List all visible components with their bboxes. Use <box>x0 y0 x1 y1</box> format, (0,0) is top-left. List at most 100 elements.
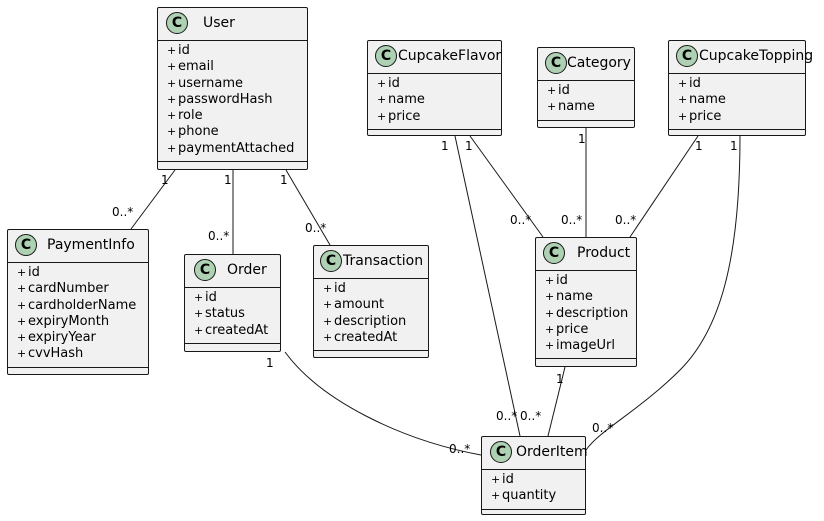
public-visibility-icon: + <box>377 109 387 123</box>
public-visibility-icon: + <box>377 77 387 90</box>
public-visibility-icon: + <box>194 291 204 304</box>
public-visibility-icon: + <box>323 330 333 344</box>
public-visibility-icon: + <box>167 44 177 57</box>
multiplicity-from-cupcake-flavor-product: 1 <box>465 139 473 153</box>
class-name: Transaction <box>343 253 424 269</box>
attribute-list: +id+name+description+price+imageUrl <box>536 271 636 360</box>
multiplicity-to-cupcake-flavor-order-item: 0..* <box>496 409 518 423</box>
multiplicity-to-cupcake-topping-product: 0..* <box>615 213 637 227</box>
attribute-list: +id+name+price <box>669 74 805 130</box>
attribute-name: amount <box>334 297 385 313</box>
public-visibility-icon: + <box>545 306 555 320</box>
class-name: Product <box>577 245 631 261</box>
operation-compartment <box>158 162 307 169</box>
multiplicity-to-cupcake-topping-order-item: 0..* <box>592 421 614 435</box>
multiplicity-from-order-order-item: 1 <box>266 356 274 370</box>
class-name: PaymentInfo <box>47 237 135 253</box>
attribute-name: id <box>556 273 568 288</box>
operation-compartment <box>482 510 585 517</box>
multiplicity-from-category-product: 1 <box>578 132 586 146</box>
class-stereotype-icon: C <box>545 52 567 74</box>
attribute: +description <box>314 314 428 330</box>
class-name: Category <box>567 55 631 71</box>
attribute: +name <box>536 289 636 305</box>
public-visibility-icon: + <box>323 314 333 328</box>
attribute: +passwordHash <box>158 92 307 108</box>
public-visibility-icon: + <box>678 109 688 123</box>
public-visibility-icon: + <box>678 77 688 90</box>
class-stereotype-icon: C <box>15 234 37 256</box>
attribute-list: +id+name <box>538 81 634 121</box>
attribute: +id <box>536 273 636 289</box>
multiplicity-from-user-order: 1 <box>224 173 232 187</box>
attribute: +role <box>158 108 307 124</box>
attribute-name: id <box>502 472 514 487</box>
class-stereotype-icon: C <box>194 259 216 281</box>
public-visibility-icon: + <box>167 109 177 123</box>
attribute-name: id <box>28 265 40 280</box>
attribute-name: createdAt <box>205 322 269 338</box>
attribute: +id <box>538 83 634 99</box>
public-visibility-icon: + <box>491 489 501 503</box>
public-visibility-icon: + <box>167 141 177 155</box>
attribute-name: username <box>178 75 243 91</box>
multiplicity-to-user-payment-info: 0..* <box>112 205 134 219</box>
attribute: +id <box>158 43 307 59</box>
class-stereotype-icon: C <box>166 12 188 34</box>
class-name: CupcakeTopping <box>699 48 814 64</box>
attribute-name: expiryMonth <box>28 313 110 329</box>
attribute: +createdAt <box>185 323 280 339</box>
attribute-name: id <box>334 281 346 296</box>
multiplicity-from-user-transaction: 1 <box>280 173 288 187</box>
attribute: +expiryMonth <box>8 314 148 330</box>
attribute: +id <box>314 281 428 297</box>
attribute-name: name <box>556 289 593 305</box>
attribute: +amount <box>314 297 428 313</box>
public-visibility-icon: + <box>17 314 27 328</box>
attribute-name: expiryYear <box>28 330 96 346</box>
attribute: +cardNumber <box>8 281 148 297</box>
multiplicity-to-category-product: 0..* <box>561 213 583 227</box>
attribute-name: price <box>556 321 589 337</box>
attribute-name: id <box>178 43 190 58</box>
attribute-name: description <box>334 313 407 329</box>
attribute-name: description <box>556 305 629 321</box>
operation-compartment <box>538 121 634 128</box>
attribute: +id <box>669 76 805 92</box>
attribute: +price <box>669 109 805 125</box>
association-product-order-item <box>547 366 566 437</box>
public-visibility-icon: + <box>167 76 177 90</box>
attribute-name: cardholderName <box>28 297 137 313</box>
attribute: +email <box>158 59 307 75</box>
attribute-name: role <box>178 108 203 124</box>
multiplicity-to-cupcake-flavor-product: 0..* <box>510 213 532 227</box>
public-visibility-icon: + <box>545 322 555 336</box>
attribute-name: id <box>205 290 217 305</box>
public-visibility-icon: + <box>194 323 204 337</box>
attribute: +name <box>538 99 634 115</box>
public-visibility-icon: + <box>545 290 555 304</box>
class-stereotype-icon: C <box>676 45 698 67</box>
multiplicity-from-user-payment-info: 1 <box>161 173 169 187</box>
attribute: +id <box>185 290 280 306</box>
class-stereotype-icon: C <box>490 441 512 463</box>
attribute-list: +id+amount+description+createdAt <box>314 279 428 352</box>
public-visibility-icon: + <box>547 100 557 114</box>
attribute-name: createdAt <box>334 329 398 345</box>
attribute-name: status <box>205 306 245 322</box>
attribute-name: name <box>558 99 595 115</box>
class-name: CupcakeFlavor <box>398 48 502 64</box>
multiplicity-to-user-order: 0..* <box>208 229 230 243</box>
